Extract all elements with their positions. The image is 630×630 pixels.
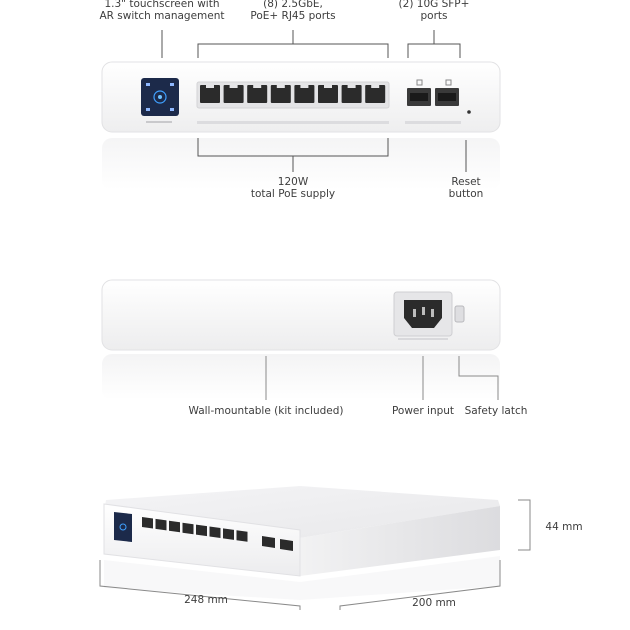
sfp-callout: (2) 10G SFP+ ports [398,0,470,22]
rj45-label-strip [197,121,389,124]
perspective-side-face [300,506,500,576]
perspective-rj45-port [209,526,221,538]
sfp-bracket [407,43,461,58]
wall-mount-callout: Wall-mountable (kit included) [188,405,344,417]
depth-dimension [339,560,501,610]
rj45-port-latch [371,85,380,88]
rj45-port[interactable] [200,85,220,103]
rj45-port-latch [229,85,238,88]
rj45-bracket [197,43,389,58]
rj45-port[interactable] [294,85,315,103]
width-dimension [99,560,301,610]
rj45-port-latch [347,85,356,88]
rear-view [101,279,501,400]
rj45-port[interactable] [318,85,338,103]
rj45-port-latch [300,85,309,88]
rj45-port-latch [324,85,332,88]
switch-front-reflection [102,138,500,190]
depth-callout: 200 mm [412,597,456,609]
touchscreen-center-dot [158,95,162,99]
power-rating-strip [398,338,448,340]
width-callout: 248 mm [184,594,228,606]
poe-callout: 120W total PoE supply [250,176,336,200]
safety-latch-callout: Safety latch [464,405,528,417]
perspective-touchscreen-ring [119,523,127,531]
perspective-rj45-port [236,530,248,542]
rj45-port[interactable] [247,85,268,103]
height-callout: 44 mm [545,521,583,533]
perspective-rj45-port [155,518,167,531]
front-view [101,30,501,190]
perspective-rj45-port [223,528,234,540]
power-pin-left [413,309,416,317]
power-input-callout: Power input [391,405,455,417]
brand-mark [146,121,172,123]
rj45-port-latch [276,85,285,88]
sfp-port-group [407,88,459,106]
rj45-port-group [200,85,386,103]
sfp-label-strip [405,121,461,124]
perspective-rj45-group [142,517,248,542]
sfp-indicator-1 [416,79,423,86]
power-pin-right [431,309,434,317]
switch-rear-reflection [102,354,500,400]
height-dimension [518,499,531,551]
rj45-callout: (8) 2.5GbE, PoE+ RJ45 ports [250,0,336,22]
perspective-view [99,486,531,610]
perspective-rj45-port [182,522,194,535]
perspective-reflection [104,556,500,600]
rj45-port-latch [253,85,262,88]
power-pin-ground [422,307,425,315]
sfp-port-cavity [410,93,428,101]
rj45-port[interactable] [365,85,386,103]
touchscreen-ring [153,90,167,104]
perspective-sfp-2 [280,539,293,551]
sfp-indicator-2 [445,79,452,86]
touchscreen-icon-br [170,108,174,111]
rj45-port-latch [206,85,214,88]
reset-callout: Reset button [448,176,484,200]
touchscreen-icon-tr [170,83,174,86]
safety-latch[interactable] [454,305,465,323]
reset-button[interactable] [467,110,471,114]
touchscreen-callout: 1.3" touchscreen with AR switch manageme… [99,0,225,22]
rj45-port[interactable] [223,85,244,103]
perspective-rj45-port [142,517,153,529]
perspective-touchscreen [114,512,132,542]
rj45-port-bay [196,81,390,109]
sfp-port-cavity [438,93,456,101]
latch-leader [458,356,499,400]
perspective-rj45-port [196,524,207,537]
rj45-port[interactable] [270,85,291,103]
perspective-rj45-port [169,520,180,533]
touchscreen-icon-tl [146,83,150,86]
touchscreen-icon-bl [146,108,150,111]
rj45-port[interactable] [341,85,362,103]
perspective-sfp-1 [262,536,275,548]
